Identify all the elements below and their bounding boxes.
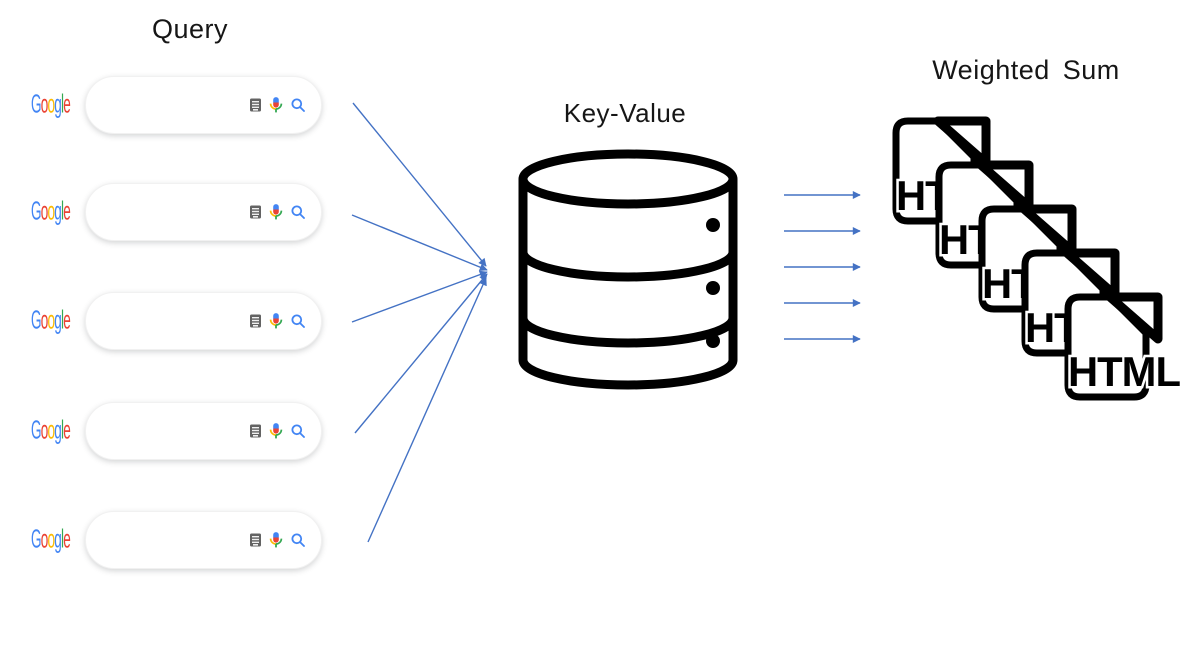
search-bar[interactable] <box>85 402 322 460</box>
google-search-row: Google <box>0 183 370 241</box>
search-input[interactable] <box>108 311 250 331</box>
search-bar[interactable] <box>85 292 322 350</box>
microphone-icon[interactable] <box>269 312 283 331</box>
query-title: Query <box>151 14 229 44</box>
file-fold-corner <box>1062 248 1120 300</box>
google-logo: Google <box>31 195 71 226</box>
query-arrow-3 <box>351 270 488 323</box>
search-input[interactable] <box>108 530 250 550</box>
search-icon[interactable] <box>291 424 305 438</box>
weightedsum-title: Weighted Sum <box>932 55 1120 85</box>
query-arrow-2 <box>351 214 488 271</box>
google-search-row: Google <box>0 511 370 569</box>
query-arrow-1 <box>352 102 487 267</box>
file-fold-corner <box>1105 292 1163 344</box>
disk-dot <box>706 334 720 348</box>
search-input[interactable] <box>108 421 250 441</box>
search-icon[interactable] <box>291 98 305 112</box>
keyvalue-title: Key-Value <box>563 98 687 128</box>
search-icon[interactable] <box>291 314 305 328</box>
google-search-row: Google <box>0 292 370 350</box>
search-bar[interactable] <box>85 183 322 241</box>
query-arrow-5 <box>367 277 487 543</box>
file-page <box>1064 293 1150 401</box>
html-file-icon: HTML <box>1064 292 1183 401</box>
disk-dot <box>706 218 720 232</box>
search-input[interactable] <box>108 95 250 115</box>
keyboard-icon[interactable] <box>250 424 261 438</box>
file-fold-corner <box>1019 204 1077 256</box>
keyboard-icon[interactable] <box>250 98 261 112</box>
search-icon[interactable] <box>291 533 305 547</box>
google-logo: Google <box>31 414 71 445</box>
file-fold-corner <box>933 116 991 168</box>
microphone-icon[interactable] <box>269 531 283 550</box>
google-logo: Google <box>31 304 71 335</box>
google-logo: Google <box>31 88 71 119</box>
microphone-icon[interactable] <box>269 96 283 115</box>
google-logo: Google <box>31 523 71 554</box>
search-bar[interactable] <box>85 76 322 134</box>
google-search-row: Google <box>0 76 370 134</box>
search-input[interactable] <box>108 202 250 222</box>
html-label: HTML <box>1068 348 1180 395</box>
google-search-row: Google <box>0 402 370 460</box>
keyboard-icon[interactable] <box>250 314 261 328</box>
query-arrow-4 <box>354 273 488 434</box>
keyboard-icon[interactable] <box>250 533 261 547</box>
keyboard-icon[interactable] <box>250 205 261 219</box>
file-fold-corner <box>976 160 1034 212</box>
database-icon <box>518 149 738 390</box>
microphone-icon[interactable] <box>269 203 283 222</box>
search-icon[interactable] <box>291 205 305 219</box>
microphone-icon[interactable] <box>269 422 283 441</box>
search-bar[interactable] <box>85 511 322 569</box>
disk-dot <box>706 281 720 295</box>
